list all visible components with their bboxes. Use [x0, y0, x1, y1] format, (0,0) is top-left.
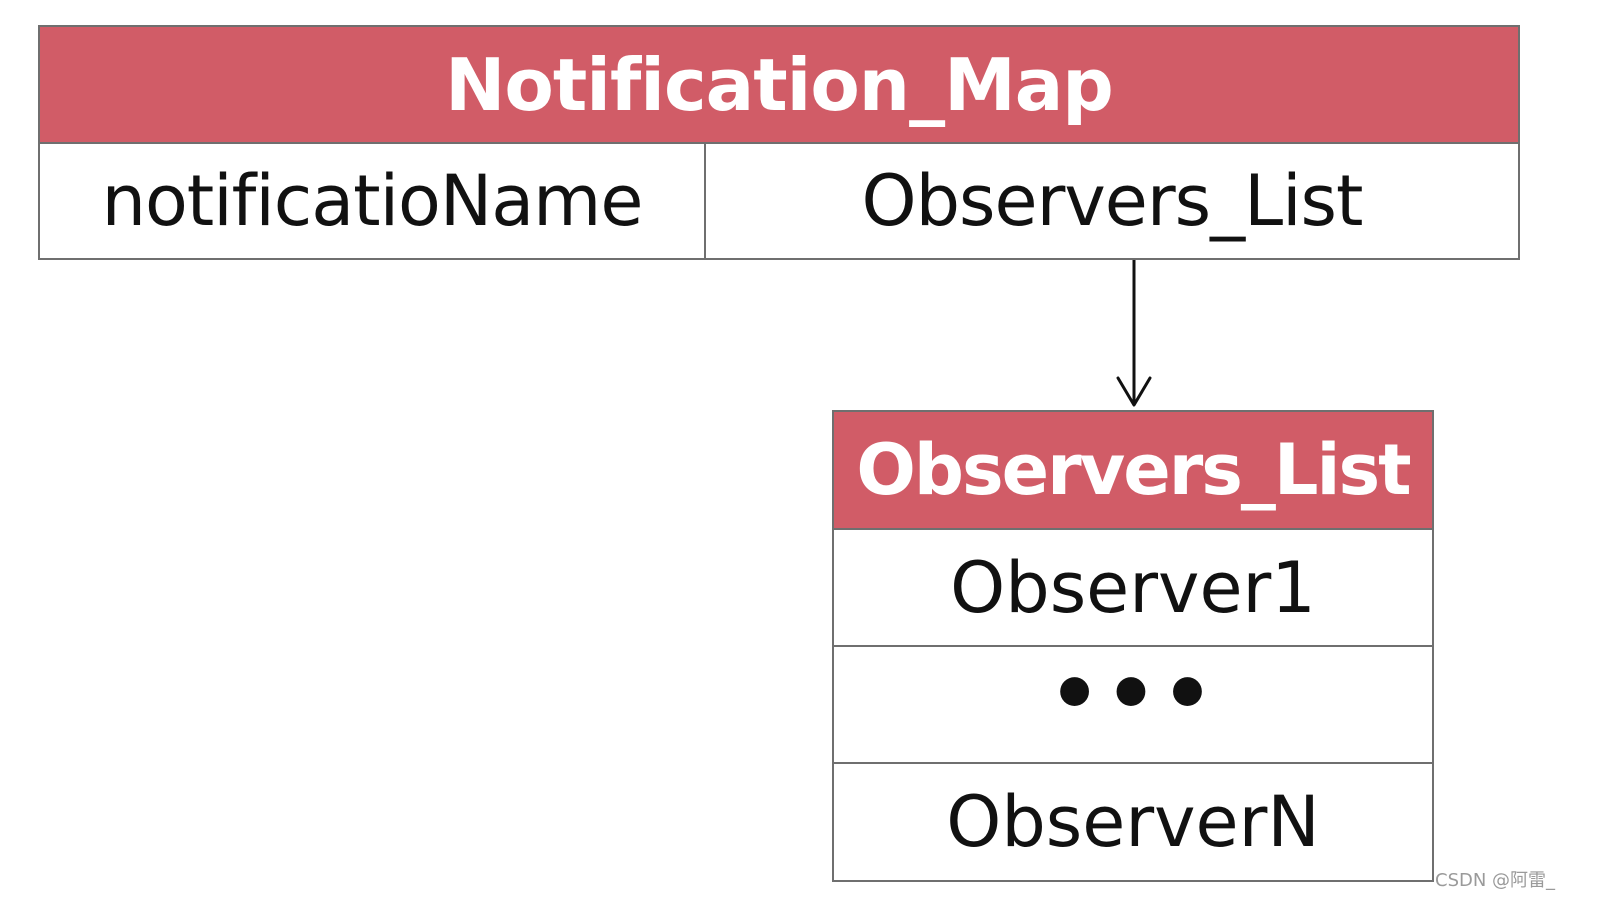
observers-list-title: Observers_List [856, 429, 1411, 511]
notification-name-label: notificatioName [101, 160, 644, 242]
notification-map-header: Notification_Map [40, 27, 1518, 144]
observers-list-reference-cell: Observers_List [706, 144, 1518, 258]
reference-arrow [1116, 260, 1152, 407]
notification-map-row: notificatioName Observers_List [40, 144, 1518, 258]
observer-row: Observer1 [834, 530, 1432, 647]
observer-ellipsis-row: ••• [834, 647, 1432, 764]
reference-arrow-head-icon [1116, 376, 1152, 407]
watermark: CSDN @阿雷_ [1435, 870, 1556, 891]
observers-list-header: Observers_List [834, 412, 1432, 530]
notification-map-title: Notification_Map [445, 42, 1114, 127]
observer-label: Observer1 [950, 546, 1316, 629]
observers-list-reference-label: Observers_List [861, 160, 1364, 242]
observer-row: ObserverN [834, 764, 1432, 880]
observer-ellipsis: ••• [1048, 646, 1218, 742]
observers-list-table: Observers_List Observer1 ••• ObserverN [832, 410, 1434, 882]
observer-label: ObserverN [946, 781, 1320, 863]
notification-map-table: Notification_Map notificatioName Observe… [38, 25, 1520, 260]
notification-name-cell: notificatioName [40, 144, 706, 258]
